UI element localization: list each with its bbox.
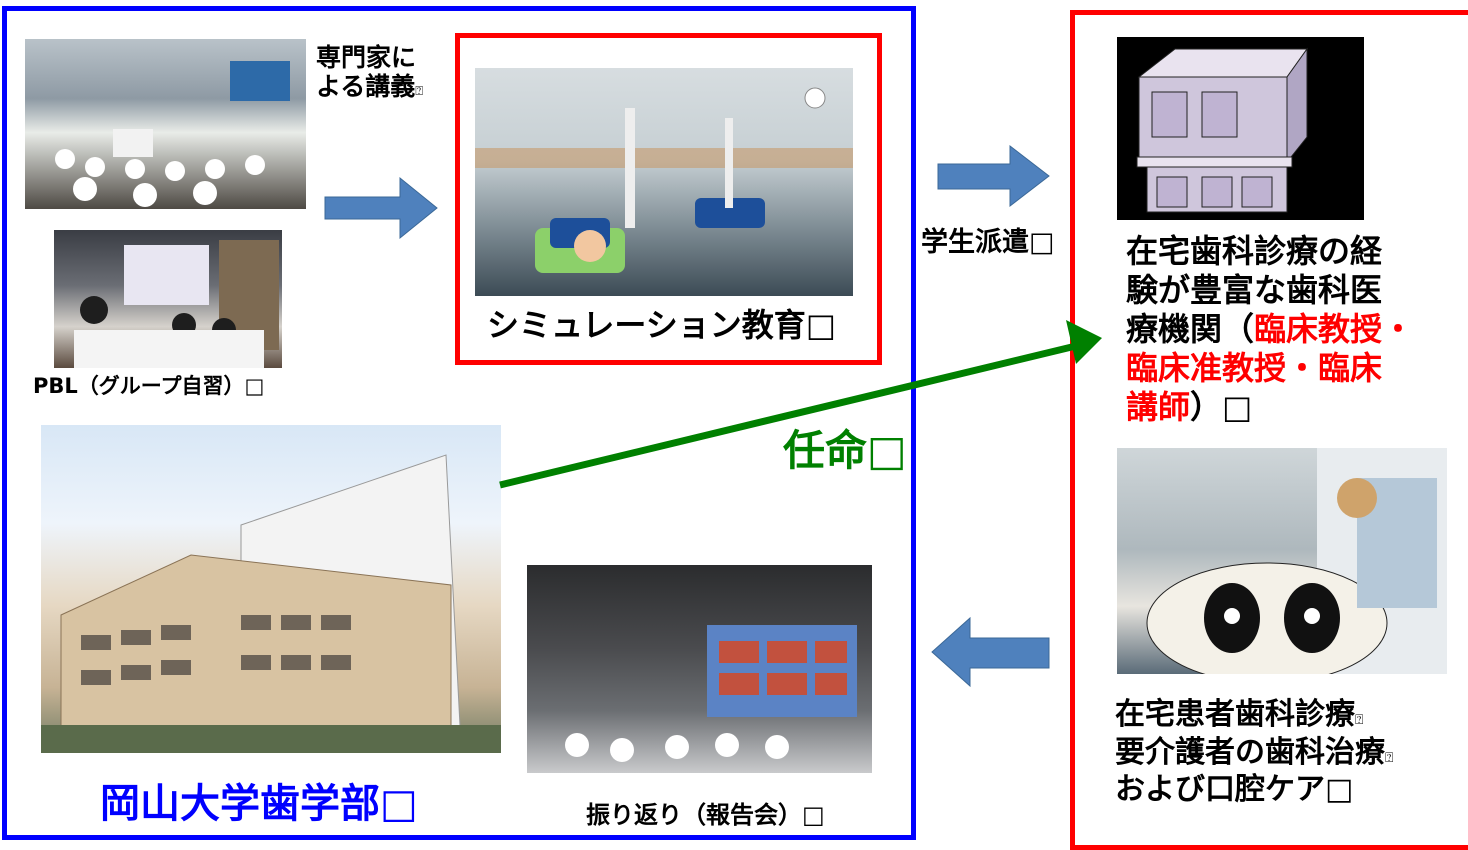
right-arrow-icon [937,144,1050,208]
lecture-label-line2: よる講義⍰ [316,71,424,101]
simulation-photo-art [475,87,853,273]
review-photo-art [565,625,857,762]
house-illustration [1117,37,1364,220]
building-icon [41,454,501,753]
institution-line5: 講師）□ [1126,388,1253,427]
review-photo [527,565,872,773]
institution-line3: 療機関（臨床教授・ [1126,310,1415,349]
lecture-photo-art [55,61,290,207]
home-care-line1: 在宅患者歯科診療⍰ [1115,697,1364,732]
home-care-photo-art [1146,448,1447,674]
university-name: 岡山大学歯学部□ [100,781,418,827]
institution-line1: 在宅歯科診療の経 [1126,232,1383,270]
review-label: 振り返り（報告会）□ [586,801,825,829]
pbl-photo [54,230,282,368]
institution-line2: 験が豊富な歯科医 [1126,271,1383,310]
appointment-arrow-line [499,341,1081,489]
simulation-photo [475,68,853,296]
university-frame [2,6,916,840]
simulation-frame [455,33,882,365]
home-care-line2: 要介護者の歯科治療⍰ [1115,734,1394,770]
appointment-arrow-head-icon [1066,320,1102,364]
home-care-photo [1117,448,1447,674]
right-arrow-icon [324,176,438,240]
lecture-label-line1: 専門家に [316,43,417,72]
simulation-label: シミュレーション教育□ [487,306,836,344]
left-arrow-icon [931,616,1050,688]
lecture-label: 専門家に よる講義⍰ [316,43,424,102]
pbl-label: PBL（グループ自習）□ [33,374,265,398]
home-care-label: 在宅患者歯科診療⍰ 要介護者の歯科治療⍰ および口腔ケア□ [1115,696,1393,809]
pbl-photo-art [74,240,279,368]
house-icon [1136,47,1308,213]
university-building-photo [41,425,501,753]
home-care-line3: および口腔ケア□ [1115,772,1354,807]
lecture-photo [25,39,306,209]
dispatch-label: 学生派遣□ [921,227,1055,258]
appointment-label: 任命□ [783,426,907,475]
institution-label: 在宅歯科診療の経 験が豊富な歯科医 療機関（臨床教授・ 臨床准教授・臨床 講師）… [1126,232,1414,427]
institution-line4: 臨床准教授・臨床 [1126,349,1383,388]
